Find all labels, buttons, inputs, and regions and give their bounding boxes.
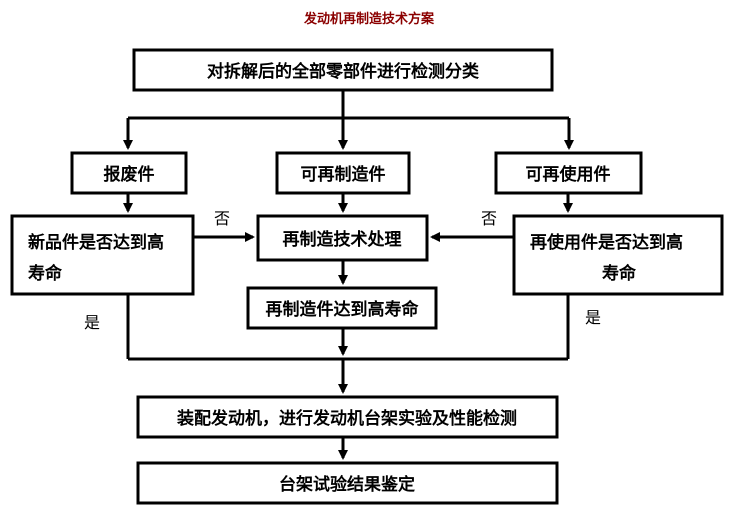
remanufacturable-box: 可再制造件 [275, 151, 411, 195]
assemble-box: 装配发动机，进行发动机台架实验及性能检测 [136, 395, 559, 439]
diagram-title: 发动机再制造技术方案 [303, 11, 435, 27]
remanufacturable-label: 可再制造件 [301, 164, 386, 185]
new-parts-check-box: 新品件是否达到高 寿命 [10, 214, 195, 296]
left-yes-label: 是 [84, 313, 100, 332]
reuse-check-label-line2: 寿命 [602, 263, 637, 284]
scrap-label: 报废件 [104, 164, 155, 185]
new-parts-check-label-line1: 新品件是否达到高 [28, 232, 164, 253]
bench-result-label: 台架试验结果鉴定 [279, 474, 415, 495]
inspect-box: 对拆解后的全部零部件进行检测分类 [132, 48, 554, 92]
inspect-label: 对拆解后的全部零部件进行检测分类 [207, 61, 480, 82]
assemble-label: 装配发动机，进行发动机台架实验及性能检测 [176, 408, 517, 429]
reman-process-box: 再制造技术处理 [256, 214, 429, 262]
reusable-box: 可再使用件 [494, 151, 643, 195]
reuse-check-label-line1: 再使用件是否达到高 [530, 232, 683, 253]
scrap-box: 报废件 [70, 151, 188, 195]
reman-process-label: 再制造技术处理 [283, 229, 402, 250]
new-parts-check-label-line2: 寿命 [28, 263, 63, 284]
reman-high-life-box: 再制造件达到高寿命 [246, 286, 438, 330]
right-no-label: 否 [481, 209, 497, 228]
right-yes-label: 是 [585, 308, 601, 327]
left-no-label: 否 [214, 209, 230, 228]
reuse-check-box: 再使用件是否达到高 寿命 [512, 214, 724, 296]
bench-result-box: 台架试验结果鉴定 [136, 461, 559, 505]
reusable-label: 可再使用件 [526, 164, 611, 185]
reman-high-life-label: 再制造件达到高寿命 [266, 299, 420, 320]
